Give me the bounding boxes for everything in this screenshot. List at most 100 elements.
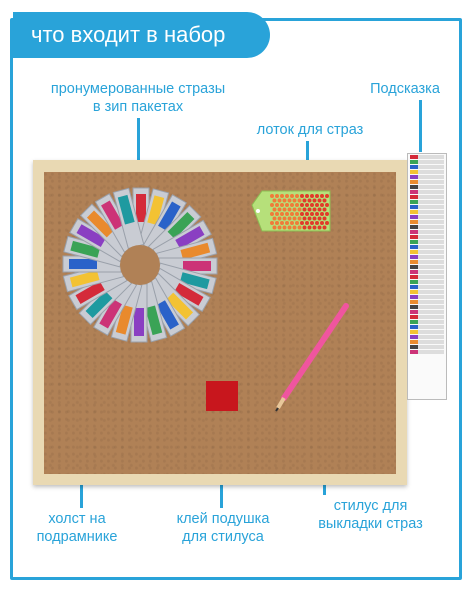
hint-sheet-row xyxy=(410,285,444,289)
rhinestone-bag-content xyxy=(134,308,144,336)
tray-bead xyxy=(300,203,304,207)
tray-bead xyxy=(320,221,324,225)
tray-bead xyxy=(285,221,289,225)
tray-bead xyxy=(280,212,284,216)
tray-bead xyxy=(275,212,279,216)
tray-bead xyxy=(297,198,302,203)
hint-sheet-row xyxy=(410,270,444,274)
tray-bead xyxy=(320,194,324,198)
hint-swatch xyxy=(410,230,418,234)
tray-bead xyxy=(317,216,322,221)
hint-swatch xyxy=(410,215,418,219)
hint-sheet-row xyxy=(410,345,444,349)
tray-bead xyxy=(305,221,309,225)
hint-swatch xyxy=(410,190,418,194)
tray-bead xyxy=(275,194,279,198)
tray-bead xyxy=(280,194,284,198)
hint-swatch xyxy=(410,185,418,189)
hint-sheet-row xyxy=(410,170,444,174)
rhinestone-bag-content xyxy=(147,195,165,226)
tray-bead xyxy=(315,194,319,198)
rhinestone-bag-content xyxy=(76,224,106,247)
tray-bead xyxy=(290,212,294,216)
hint-swatch xyxy=(410,325,418,329)
label-stylus: стилус для выкладки страз xyxy=(318,498,423,532)
label-hint: Подсказка xyxy=(370,81,440,97)
tray-bead xyxy=(320,212,324,216)
tray-bead xyxy=(295,221,299,225)
tray-bead xyxy=(315,212,319,216)
hint-swatch xyxy=(410,285,418,289)
hint-sheet-row xyxy=(410,175,444,179)
tray-bead xyxy=(315,221,319,225)
tray-bead xyxy=(277,225,282,230)
tray-bead xyxy=(300,212,304,216)
tray-bead xyxy=(325,212,329,216)
tray-bead xyxy=(305,203,309,207)
tray-bead xyxy=(290,203,294,207)
hint-sheet-row xyxy=(410,195,444,199)
tray-bead xyxy=(325,194,329,198)
tray-bead xyxy=(270,212,274,216)
tray-bead xyxy=(302,216,307,221)
tray-bead xyxy=(317,225,322,230)
hint-sheet-row xyxy=(410,290,444,294)
glue-pad xyxy=(206,381,238,411)
hint-sheet-row xyxy=(410,325,444,329)
hint-sheet-row xyxy=(410,240,444,244)
hint-swatch xyxy=(410,320,418,324)
tray-bead xyxy=(292,198,297,203)
label-numbered-rhinestones: пронумерованные стразы в зип пакетах xyxy=(50,81,226,115)
tray-bead xyxy=(280,221,284,225)
rhinestone-bag-content xyxy=(136,194,146,222)
tray-bead xyxy=(280,203,284,207)
hint-sheet-row xyxy=(410,305,444,309)
tray-bead xyxy=(310,221,314,225)
rhinestone-bag-content xyxy=(166,292,194,320)
tray-bead xyxy=(302,198,307,203)
hint-swatch xyxy=(410,250,418,254)
tray-bead xyxy=(292,225,297,230)
tray-bead xyxy=(310,203,314,207)
hint-swatch xyxy=(410,205,418,209)
hint-swatch xyxy=(410,270,418,274)
rhinestone-bag-content xyxy=(167,211,195,239)
tray-bead xyxy=(302,207,307,212)
rhinestone-bag-content xyxy=(101,200,124,230)
rhinestone-bag-content xyxy=(156,300,179,330)
hint-sheet-row xyxy=(410,245,444,249)
tray-bead xyxy=(285,194,289,198)
hint-sheet-row xyxy=(410,165,444,169)
tray-bead xyxy=(317,198,322,203)
tray-bead xyxy=(287,198,292,203)
tray-bead xyxy=(295,194,299,198)
tray-bead xyxy=(312,207,317,212)
stylus-pen xyxy=(275,303,349,412)
hint-sheet-row xyxy=(410,315,444,319)
tray-bead xyxy=(307,225,312,230)
pointer-line-canvas xyxy=(80,483,83,508)
tray-bead xyxy=(272,198,277,203)
tray-bead xyxy=(282,225,287,230)
tray-bead xyxy=(290,194,294,198)
rhinestone-tray xyxy=(251,190,331,232)
tray-bead xyxy=(275,221,279,225)
tray-bead xyxy=(297,225,302,230)
tray-bead xyxy=(322,216,327,221)
hint-sheet-row xyxy=(410,225,444,229)
hint-swatch xyxy=(410,330,418,334)
hint-swatch xyxy=(410,305,418,309)
hint-sheet-row xyxy=(410,295,444,299)
tray-bead xyxy=(310,212,314,216)
hint-swatch xyxy=(410,175,418,179)
rhinestone-bag-content xyxy=(85,291,113,319)
hint-sheet-row xyxy=(410,205,444,209)
hint-swatch xyxy=(410,200,418,204)
hint-sheet-row xyxy=(410,230,444,234)
hint-sheet-row xyxy=(410,300,444,304)
pointer-line-hint xyxy=(419,100,422,152)
hint-swatch xyxy=(410,275,418,279)
hint-swatch xyxy=(410,165,418,169)
hint-swatch xyxy=(410,335,418,339)
hint-swatch xyxy=(410,225,418,229)
